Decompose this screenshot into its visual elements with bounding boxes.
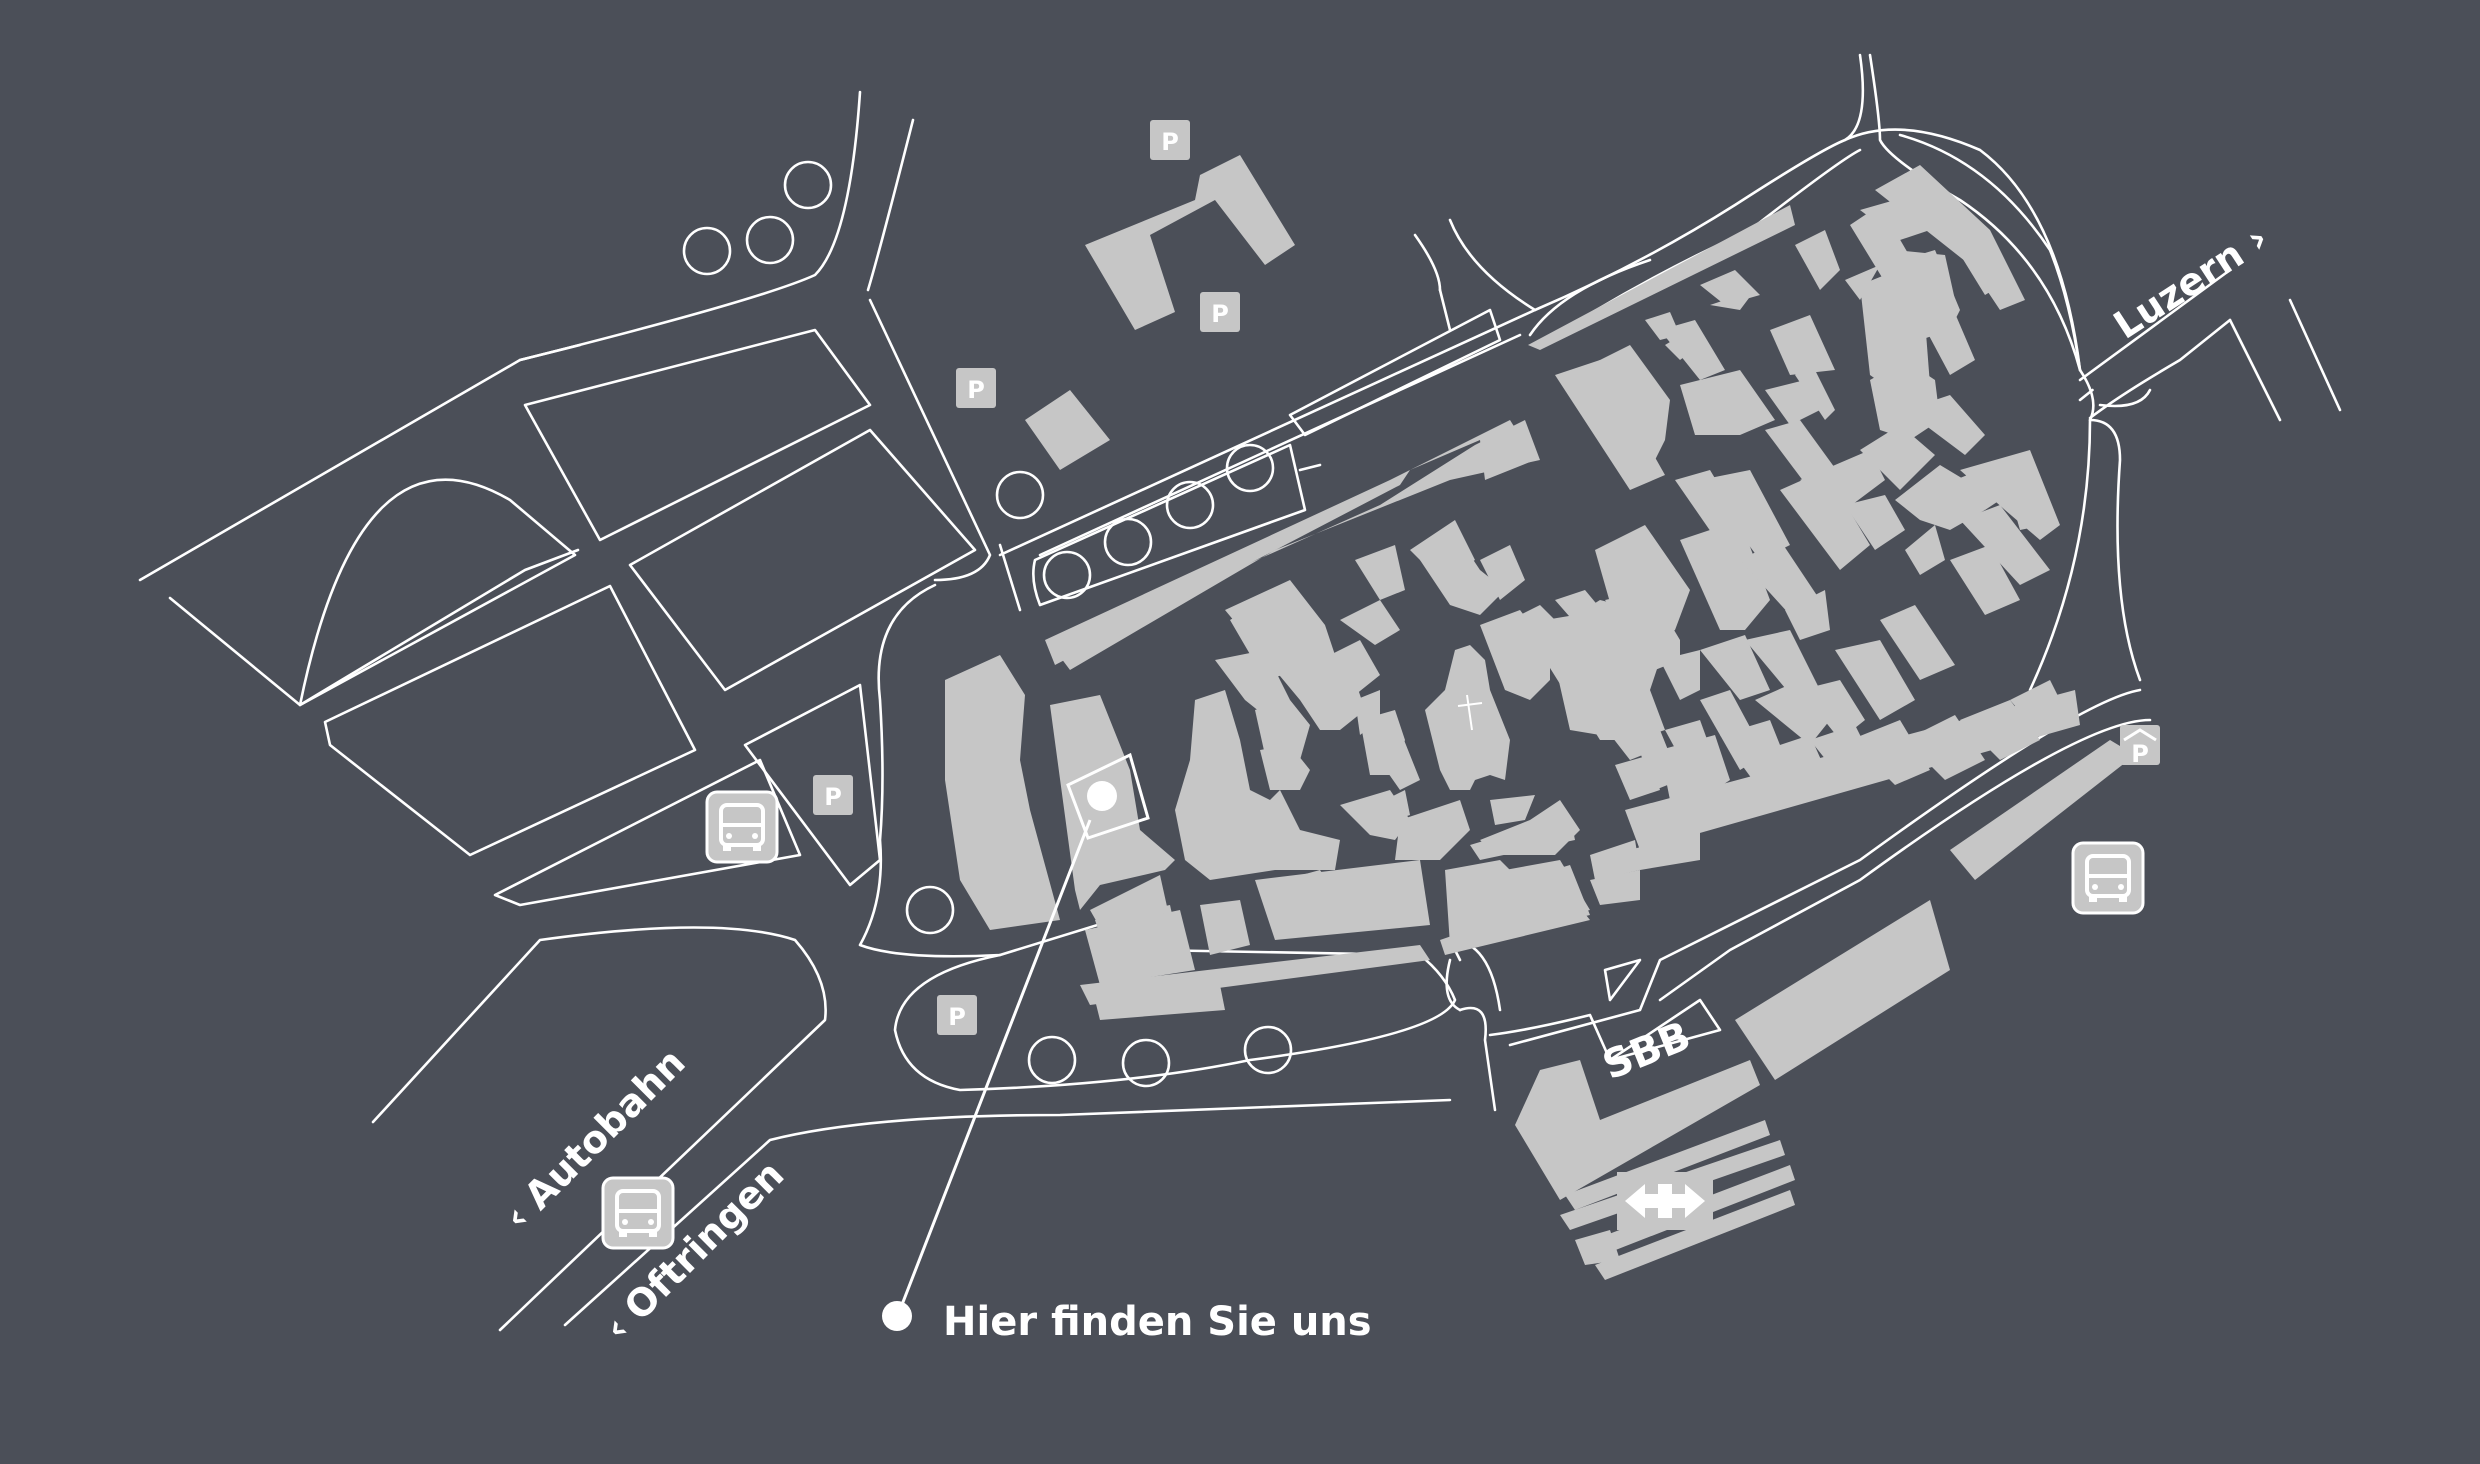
parking-garage-icon[interactable]: P <box>2120 725 2160 768</box>
building <box>1085 155 1295 330</box>
building <box>1480 545 1525 600</box>
building <box>1615 690 1665 740</box>
sbb-logo-icon[interactable] <box>1617 1172 1713 1230</box>
building <box>1085 910 1195 985</box>
church <box>1425 645 1510 790</box>
svg-text:P: P <box>967 376 985 404</box>
building <box>1860 200 1930 240</box>
building <box>1580 345 1670 470</box>
parking-icon[interactable]: P <box>1200 292 1240 332</box>
building <box>1395 800 1470 860</box>
building <box>1025 390 1110 470</box>
church-cross-icon <box>1457 694 1483 731</box>
building <box>1780 470 1870 570</box>
building <box>1710 290 1755 310</box>
building <box>1910 290 1975 375</box>
building <box>2000 455 2045 530</box>
building <box>1785 590 1830 640</box>
parking-icon[interactable]: P <box>813 775 853 815</box>
building <box>1770 315 1835 375</box>
building <box>1740 540 1820 615</box>
building <box>1700 635 1770 700</box>
building <box>1735 900 1950 1080</box>
building <box>1565 1120 1770 1210</box>
building <box>1595 1190 1795 1280</box>
building <box>1800 680 1865 740</box>
bus-stop-icon[interactable] <box>601 1176 675 1250</box>
building <box>1880 605 1955 680</box>
building <box>1950 740 2135 880</box>
parking-icon[interactable]: P <box>937 995 977 1035</box>
building <box>1440 895 1590 955</box>
parking-icon[interactable]: P <box>956 368 996 408</box>
building <box>1528 205 1795 350</box>
building <box>1385 790 1410 820</box>
building <box>1200 900 1250 955</box>
parking-icon[interactable]: P <box>1150 120 1190 160</box>
building <box>1835 640 1915 720</box>
building <box>1625 690 2080 850</box>
marker-caption: Hier finden Sie uns <box>943 1299 1372 1345</box>
building <box>1615 755 1660 800</box>
building <box>1860 425 1935 490</box>
luzern-label: Luzern › <box>2106 216 2276 348</box>
building <box>1095 985 1225 1020</box>
building <box>945 655 1060 930</box>
building <box>1225 580 1365 730</box>
building <box>1660 735 1730 800</box>
location-marker-icon[interactable] <box>882 752 1150 1331</box>
building <box>1795 230 1840 290</box>
building <box>1175 690 1340 880</box>
building <box>1605 590 1680 670</box>
building <box>1355 545 1405 600</box>
building <box>1470 815 1575 860</box>
building <box>1555 360 1665 490</box>
building <box>1845 495 1905 550</box>
building <box>1215 650 1290 720</box>
svg-text:P: P <box>824 783 842 811</box>
svg-text:P: P <box>2131 740 2149 768</box>
building <box>1795 360 1835 420</box>
building <box>1800 450 1885 510</box>
building <box>1950 545 2020 615</box>
building <box>1845 265 1880 300</box>
building <box>1515 1060 1760 1200</box>
building <box>1700 470 1790 560</box>
building <box>1680 370 1775 435</box>
building <box>1955 470 2000 510</box>
building <box>1055 420 1540 670</box>
building <box>1340 600 1400 645</box>
trees <box>682 160 1293 1088</box>
building <box>1365 730 1420 790</box>
bus-stop-icon[interactable] <box>705 790 779 864</box>
building <box>1590 840 1640 880</box>
building <box>1630 830 1700 870</box>
building <box>1590 870 1640 905</box>
buildings <box>945 155 2135 1280</box>
building <box>1905 395 1985 455</box>
building <box>1575 1230 1620 1265</box>
roads <box>138 53 2342 1332</box>
svg-text:P: P <box>1161 128 1179 156</box>
building <box>1080 945 1430 1005</box>
building <box>1260 745 1310 790</box>
building <box>1680 520 1770 630</box>
building <box>1945 225 2010 295</box>
building <box>1660 650 1700 700</box>
building <box>1420 540 1505 615</box>
building <box>1960 505 2050 585</box>
sbb-label: SBB <box>1597 1013 1697 1089</box>
building <box>1490 795 1535 825</box>
building <box>1905 525 1945 575</box>
svg-text:P: P <box>1211 300 1229 328</box>
building <box>1320 640 1380 695</box>
building <box>1265 870 1340 915</box>
bus-stop-icon[interactable] <box>2071 841 2145 915</box>
svg-text:P: P <box>948 1003 966 1031</box>
building <box>1660 320 1725 380</box>
